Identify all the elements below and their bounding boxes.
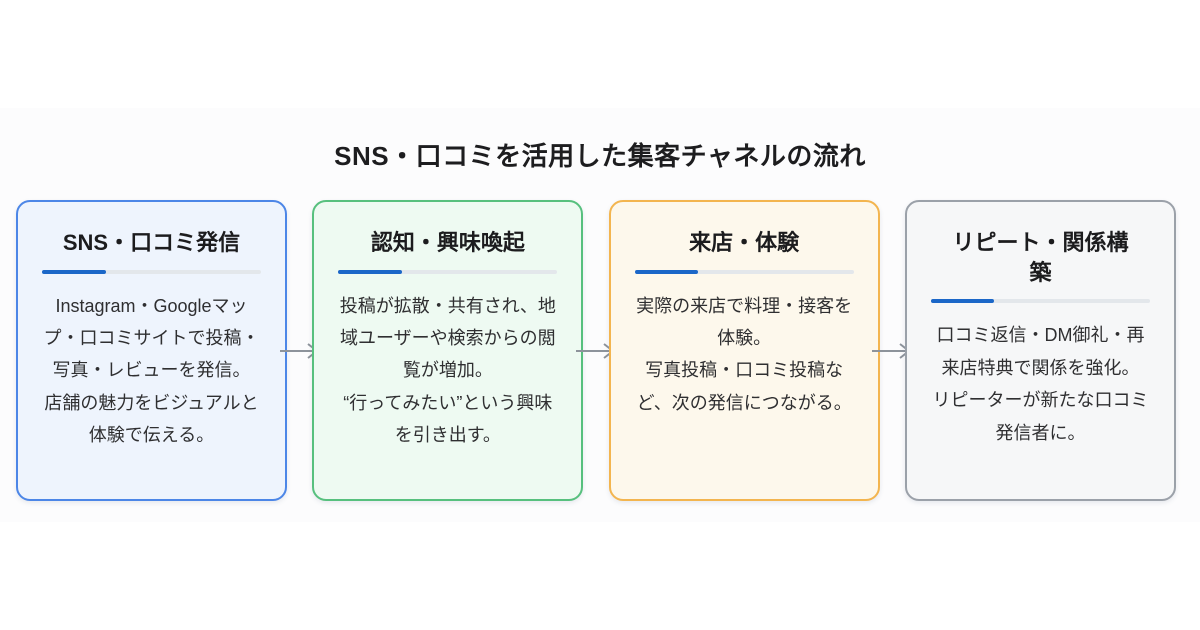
accent-underline-fill <box>634 269 699 274</box>
step-title: 認知・興味喚起 <box>370 230 525 255</box>
step-description: Instagram・Googleマップ・口コミサイトで投稿・写真・レビューを発信… <box>43 295 260 446</box>
step-title: 来店・体験 <box>689 230 800 255</box>
step-description: 実際の来店で料理・接客を体験。 写真投稿・口コミ投稿など、次の発信につながる。 <box>636 295 853 413</box>
accent-underline <box>338 269 558 274</box>
accent-underline <box>42 269 261 274</box>
flow-step-card-repeat: リピート・関係構 築 口コミ返信・DM御礼・再来店特典で関係を強化。 リピーター… <box>904 200 1176 501</box>
flow-diagram: SNS・口コミ発信 Instagram・Googleマップ・口コミサイトで投稿・… <box>16 200 1176 501</box>
flow-step-card-awareness: 認知・興味喚起 投稿が拡散・共有され、地域ユーザーや検索からの閲覧が増加。 “行… <box>312 200 584 501</box>
accent-underline-fill <box>338 269 402 274</box>
accent-underline <box>634 269 854 274</box>
accent-underline-fill <box>930 299 995 304</box>
step-description: 口コミ返信・DM御礼・再来店特典で関係を強化。 リピーターが新たな口コミ発信者に… <box>932 325 1149 443</box>
step-description: 投稿が拡散・共有され、地域ユーザーや検索からの閲覧が増加。 “行ってみたい”とい… <box>339 295 556 446</box>
step-title: リピート・関係構 築 <box>952 230 1129 285</box>
flow-step-card-sns-posting: SNS・口コミ発信 Instagram・Googleマップ・口コミサイトで投稿・… <box>16 200 287 501</box>
accent-underline-fill <box>42 269 106 274</box>
flow-connector <box>872 200 911 501</box>
step-title: SNS・口コミ発信 <box>62 230 241 255</box>
flow-connector <box>279 200 319 501</box>
flow-step-card-visit: 来店・体験 実際の来店で料理・接客を体験。 写真投稿・口コミ投稿など、次の発信に… <box>608 200 880 501</box>
flow-connector <box>576 200 615 501</box>
accent-underline <box>930 299 1150 304</box>
page-title: SNS・口コミを活用した集客チャネルの流れ <box>334 141 866 171</box>
